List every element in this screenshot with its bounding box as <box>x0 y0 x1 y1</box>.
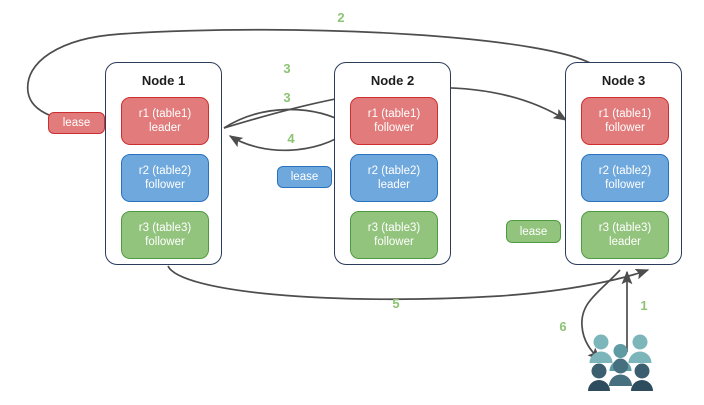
range-r3[interactable]: r3 (table3) leader <box>581 211 669 259</box>
range-role: leader <box>378 179 410 191</box>
lease-chip-green[interactable]: lease <box>506 220 561 243</box>
lease-chip-blue[interactable]: lease <box>277 166 332 188</box>
range-table: r1 (table1) <box>367 108 421 120</box>
range-r2[interactable]: r2 (table2) follower <box>121 154 209 202</box>
step-label-2: 2 <box>337 10 345 25</box>
step-label-3-upper: 3 <box>283 61 291 76</box>
node-box-1[interactable]: Node 1 r1 (table1) leader r2 (table2) fo… <box>105 62 222 265</box>
lease-label: lease <box>62 117 91 129</box>
step-label-1: 1 <box>640 298 648 313</box>
lease-label: lease <box>519 225 548 238</box>
range-r2[interactable]: r2 (table2) leader <box>350 154 438 202</box>
arrow-step-3-node2 <box>223 108 350 129</box>
range-r1[interactable]: r1 (table1) follower <box>581 97 669 145</box>
range-table: r1 (table1) <box>138 108 192 120</box>
arrow-step-5 <box>167 265 650 301</box>
range-role: leader <box>149 122 181 134</box>
range-r1[interactable]: r1 (table1) follower <box>350 97 438 145</box>
range-role: follower <box>145 179 185 191</box>
node-box-3[interactable]: Node 3 r1 (table1) follower r2 (table2) … <box>565 62 682 265</box>
step-label-6: 6 <box>559 319 567 334</box>
node-box-2[interactable]: Node 2 r1 (table1) follower r2 (table2) … <box>334 62 451 265</box>
range-table: r3 (table3) <box>598 222 652 234</box>
range-role: follower <box>374 236 414 248</box>
range-role: leader <box>609 236 641 248</box>
range-table: r2 (table2) <box>138 165 192 177</box>
lease-label: lease <box>290 171 319 183</box>
users-icon <box>588 334 653 391</box>
range-table: r3 (table3) <box>138 222 192 234</box>
range-r2[interactable]: r2 (table2) follower <box>581 154 669 202</box>
range-role: follower <box>605 122 645 134</box>
range-role: follower <box>374 122 414 134</box>
step-label-5: 5 <box>392 296 400 311</box>
step-label-4: 4 <box>287 131 295 146</box>
lease-chip-red[interactable]: lease <box>48 112 105 134</box>
range-table: r2 (table2) <box>367 165 421 177</box>
node-title: Node 3 <box>601 73 646 88</box>
range-r3[interactable]: r3 (table3) follower <box>121 211 209 259</box>
range-r1[interactable]: r1 (table1) leader <box>121 97 209 145</box>
range-role: follower <box>145 236 185 248</box>
node-title: Node 1 <box>141 73 186 88</box>
range-table: r1 (table1) <box>598 108 652 120</box>
range-r3[interactable]: r3 (table3) follower <box>350 211 438 259</box>
range-table: r2 (table2) <box>598 165 652 177</box>
node-title: Node 2 <box>370 73 415 88</box>
step-label-3-lower: 3 <box>283 90 291 105</box>
range-table: r3 (table3) <box>367 222 421 234</box>
range-role: follower <box>605 179 645 191</box>
